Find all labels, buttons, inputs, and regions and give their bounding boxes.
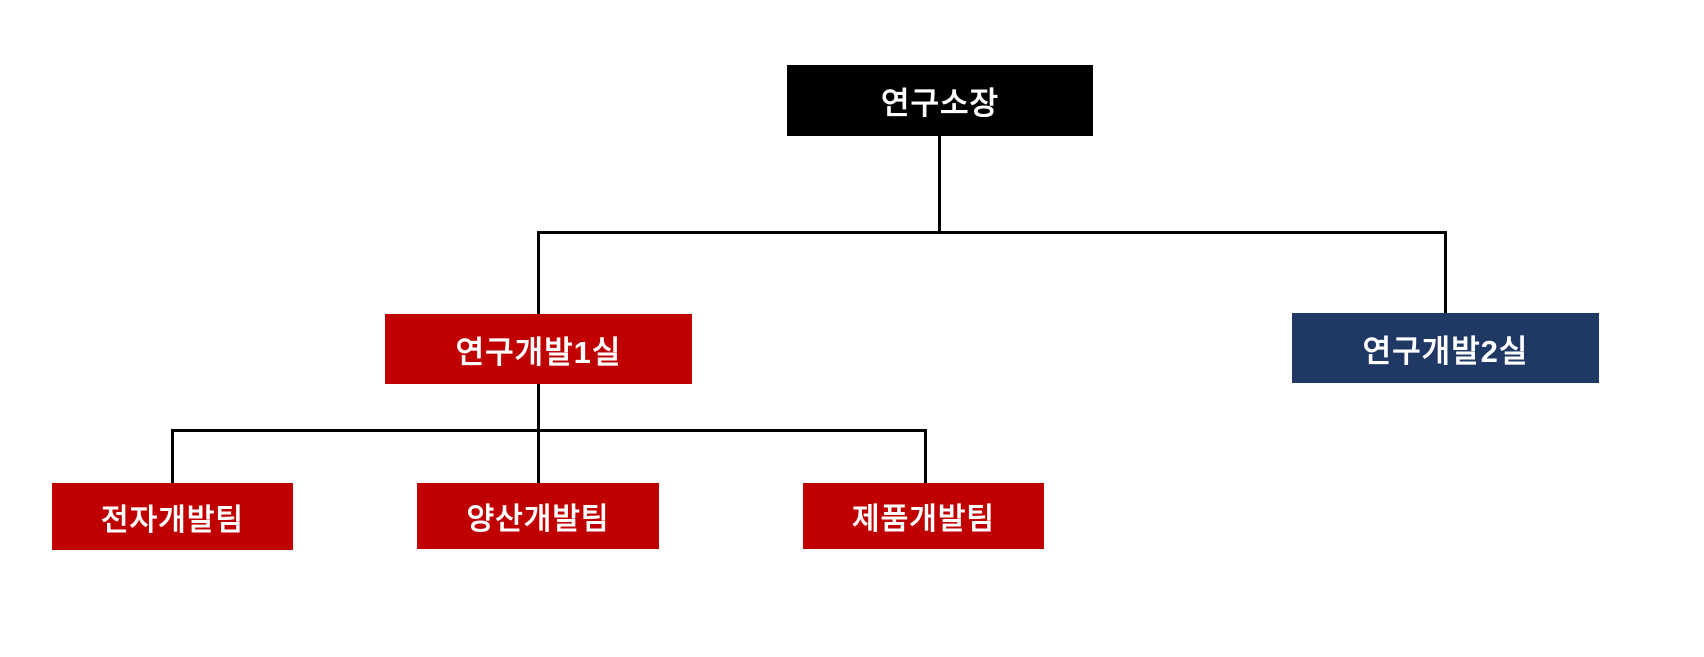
org-node-label: 연구개발1실: [455, 334, 622, 370]
org-node-research-director: 연구소장: [787, 65, 1093, 136]
org-node-electronics-dev-team: 전자개발팀: [52, 483, 293, 550]
connector-team3-drop: [924, 429, 927, 483]
connector-level2-rail: [171, 429, 927, 432]
connector-root-drop: [938, 136, 941, 233]
org-node-label: 양산개발팀: [466, 503, 610, 536]
org-node-label: 연구소장: [880, 86, 1000, 121]
org-node-product-dev-team: 제품개발팀: [803, 483, 1044, 549]
org-node-rnd-office-2: 연구개발2실: [1292, 313, 1599, 383]
connector-dept1-drop: [537, 231, 540, 314]
connector-level1-rail: [537, 231, 1447, 234]
connector-dept2-drop: [1444, 231, 1447, 313]
org-node-rnd-office-1: 연구개발1실: [385, 314, 692, 384]
org-node-label: 연구개발2실: [1362, 333, 1529, 369]
connector-team1-drop: [171, 429, 174, 483]
org-node-mass-production-dev-team: 양산개발팀: [417, 483, 659, 549]
org-node-label: 제품개발팀: [852, 503, 995, 536]
org-node-label: 전자개발팀: [101, 503, 244, 537]
connector-dept1-to-team-rail: [537, 384, 540, 483]
